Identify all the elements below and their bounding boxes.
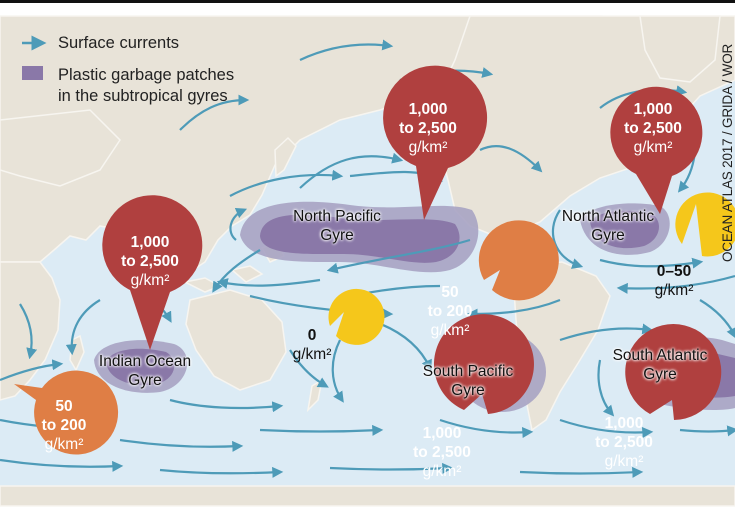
bubble-value-line2: to 2,500 (399, 120, 457, 137)
gyre-name: Indian Ocean (98, 353, 192, 370)
bubble-pacific-mid (478, 220, 559, 301)
bubble-value-line2: to 2,500 (121, 253, 179, 270)
gyre-label-north-atlantic: North Atlantic Gyre (552, 207, 664, 245)
source-credit: OCEAN ATLAS 2017 / GRIDA / WOR (720, 43, 735, 262)
bubble-text-south-atlantic: 1,000 to 2,500 g/km² (578, 414, 670, 471)
top-rule (0, 0, 735, 3)
bubble-text-australia-zero: 0 g/km² (284, 326, 340, 364)
bubble-south-pacific-high (433, 314, 534, 414)
gyre-name: North Pacific (293, 208, 381, 225)
bubble-unit: g/km² (422, 463, 462, 480)
bubble-text-north-pacific: 1,000 to 2,500 g/km² (382, 100, 474, 157)
bubble-unit: g/km² (604, 453, 644, 470)
bubble-text-south-pacific: 1,000 to 2,500 g/km² (396, 424, 488, 481)
gyre-word: Gyre (591, 227, 625, 244)
bubble-text-indian-mid: 50 to 200 g/km² (24, 397, 104, 454)
bubble-south-atlantic-high (625, 324, 722, 420)
bubble-unit: g/km² (408, 139, 448, 156)
gyre-label-north-pacific: North Pacific Gyre (282, 207, 392, 245)
gyre-label-south-atlantic: South Atlantic Gyre (602, 346, 718, 384)
bubble-unit: g/km² (430, 322, 470, 339)
bubble-text-pacific-mid: 50 to 200 g/km² (410, 283, 490, 340)
bubble-value-line1: 0 (307, 327, 317, 344)
bubble-unit: g/km² (292, 346, 332, 363)
gyre-name: South Pacific (422, 363, 514, 380)
north-atlantic-patch (580, 203, 670, 255)
bubble-text-north-atlantic: 1,000 to 2,500 g/km² (608, 100, 698, 157)
gyre-word: Gyre (320, 227, 354, 244)
legend-currents-label: Surface currents (58, 34, 180, 52)
bubble-value-line2: to 2,500 (595, 434, 653, 451)
bubble-value-line2: to 200 (427, 303, 473, 320)
bubble-value-line1: 50 (441, 284, 459, 301)
gyre-name: South Atlantic (612, 347, 708, 364)
gyre-label-indian-ocean: Indian Ocean Gyre (96, 352, 194, 390)
north-pacific-patch (240, 201, 479, 273)
bubble-unit: g/km² (654, 282, 694, 299)
bubble-text-atlantic-low: 0–50 g/km² (640, 262, 708, 300)
bubble-value-line2: to 2,500 (413, 444, 471, 461)
bubble-indian-mid (14, 370, 119, 455)
concentration-bubbles (14, 65, 735, 455)
bubble-unit: g/km² (44, 436, 84, 453)
bubble-value-line1: 1,000 (604, 415, 644, 432)
bubble-value-line1: 1,000 (422, 425, 462, 442)
legend (22, 35, 47, 80)
bubble-value-line2: to 200 (41, 417, 87, 434)
bubble-value-line2: to 2,500 (624, 120, 682, 137)
gyre-label-south-pacific: South Pacific Gyre (412, 362, 524, 400)
gyre-name: North Atlantic (561, 208, 655, 225)
bubble-atlantic-low (675, 192, 735, 257)
legend-patches-label-2: in the subtropical gyres (58, 87, 228, 105)
indian-ocean-patch (94, 340, 188, 393)
surface-currents (0, 39, 735, 478)
bubble-value-line1: 1,000 (633, 101, 673, 118)
bubble-value-line1: 0–50 (656, 263, 692, 280)
bubble-north-pacific-high (383, 65, 488, 221)
bubble-unit: g/km² (130, 272, 170, 289)
legend-patches-label-1: Plastic garbage patches (58, 66, 235, 84)
bubble-unit: g/km² (633, 139, 673, 156)
legend-patch-icon (22, 66, 43, 80)
bubble-value-line1: 50 (55, 398, 73, 415)
bubble-text-indian: 1,000 to 2,500 g/km² (104, 233, 196, 290)
gyre-word: Gyre (643, 366, 677, 383)
bubble-indian-high (102, 195, 203, 350)
gyre-word: Gyre (451, 382, 485, 399)
bubble-value-line1: 1,000 (130, 234, 170, 251)
bubble-australia-zero (328, 288, 385, 345)
gyre-word: Gyre (128, 372, 162, 389)
bubble-north-atlantic-high (610, 86, 703, 214)
bubble-value-line1: 1,000 (408, 101, 448, 118)
